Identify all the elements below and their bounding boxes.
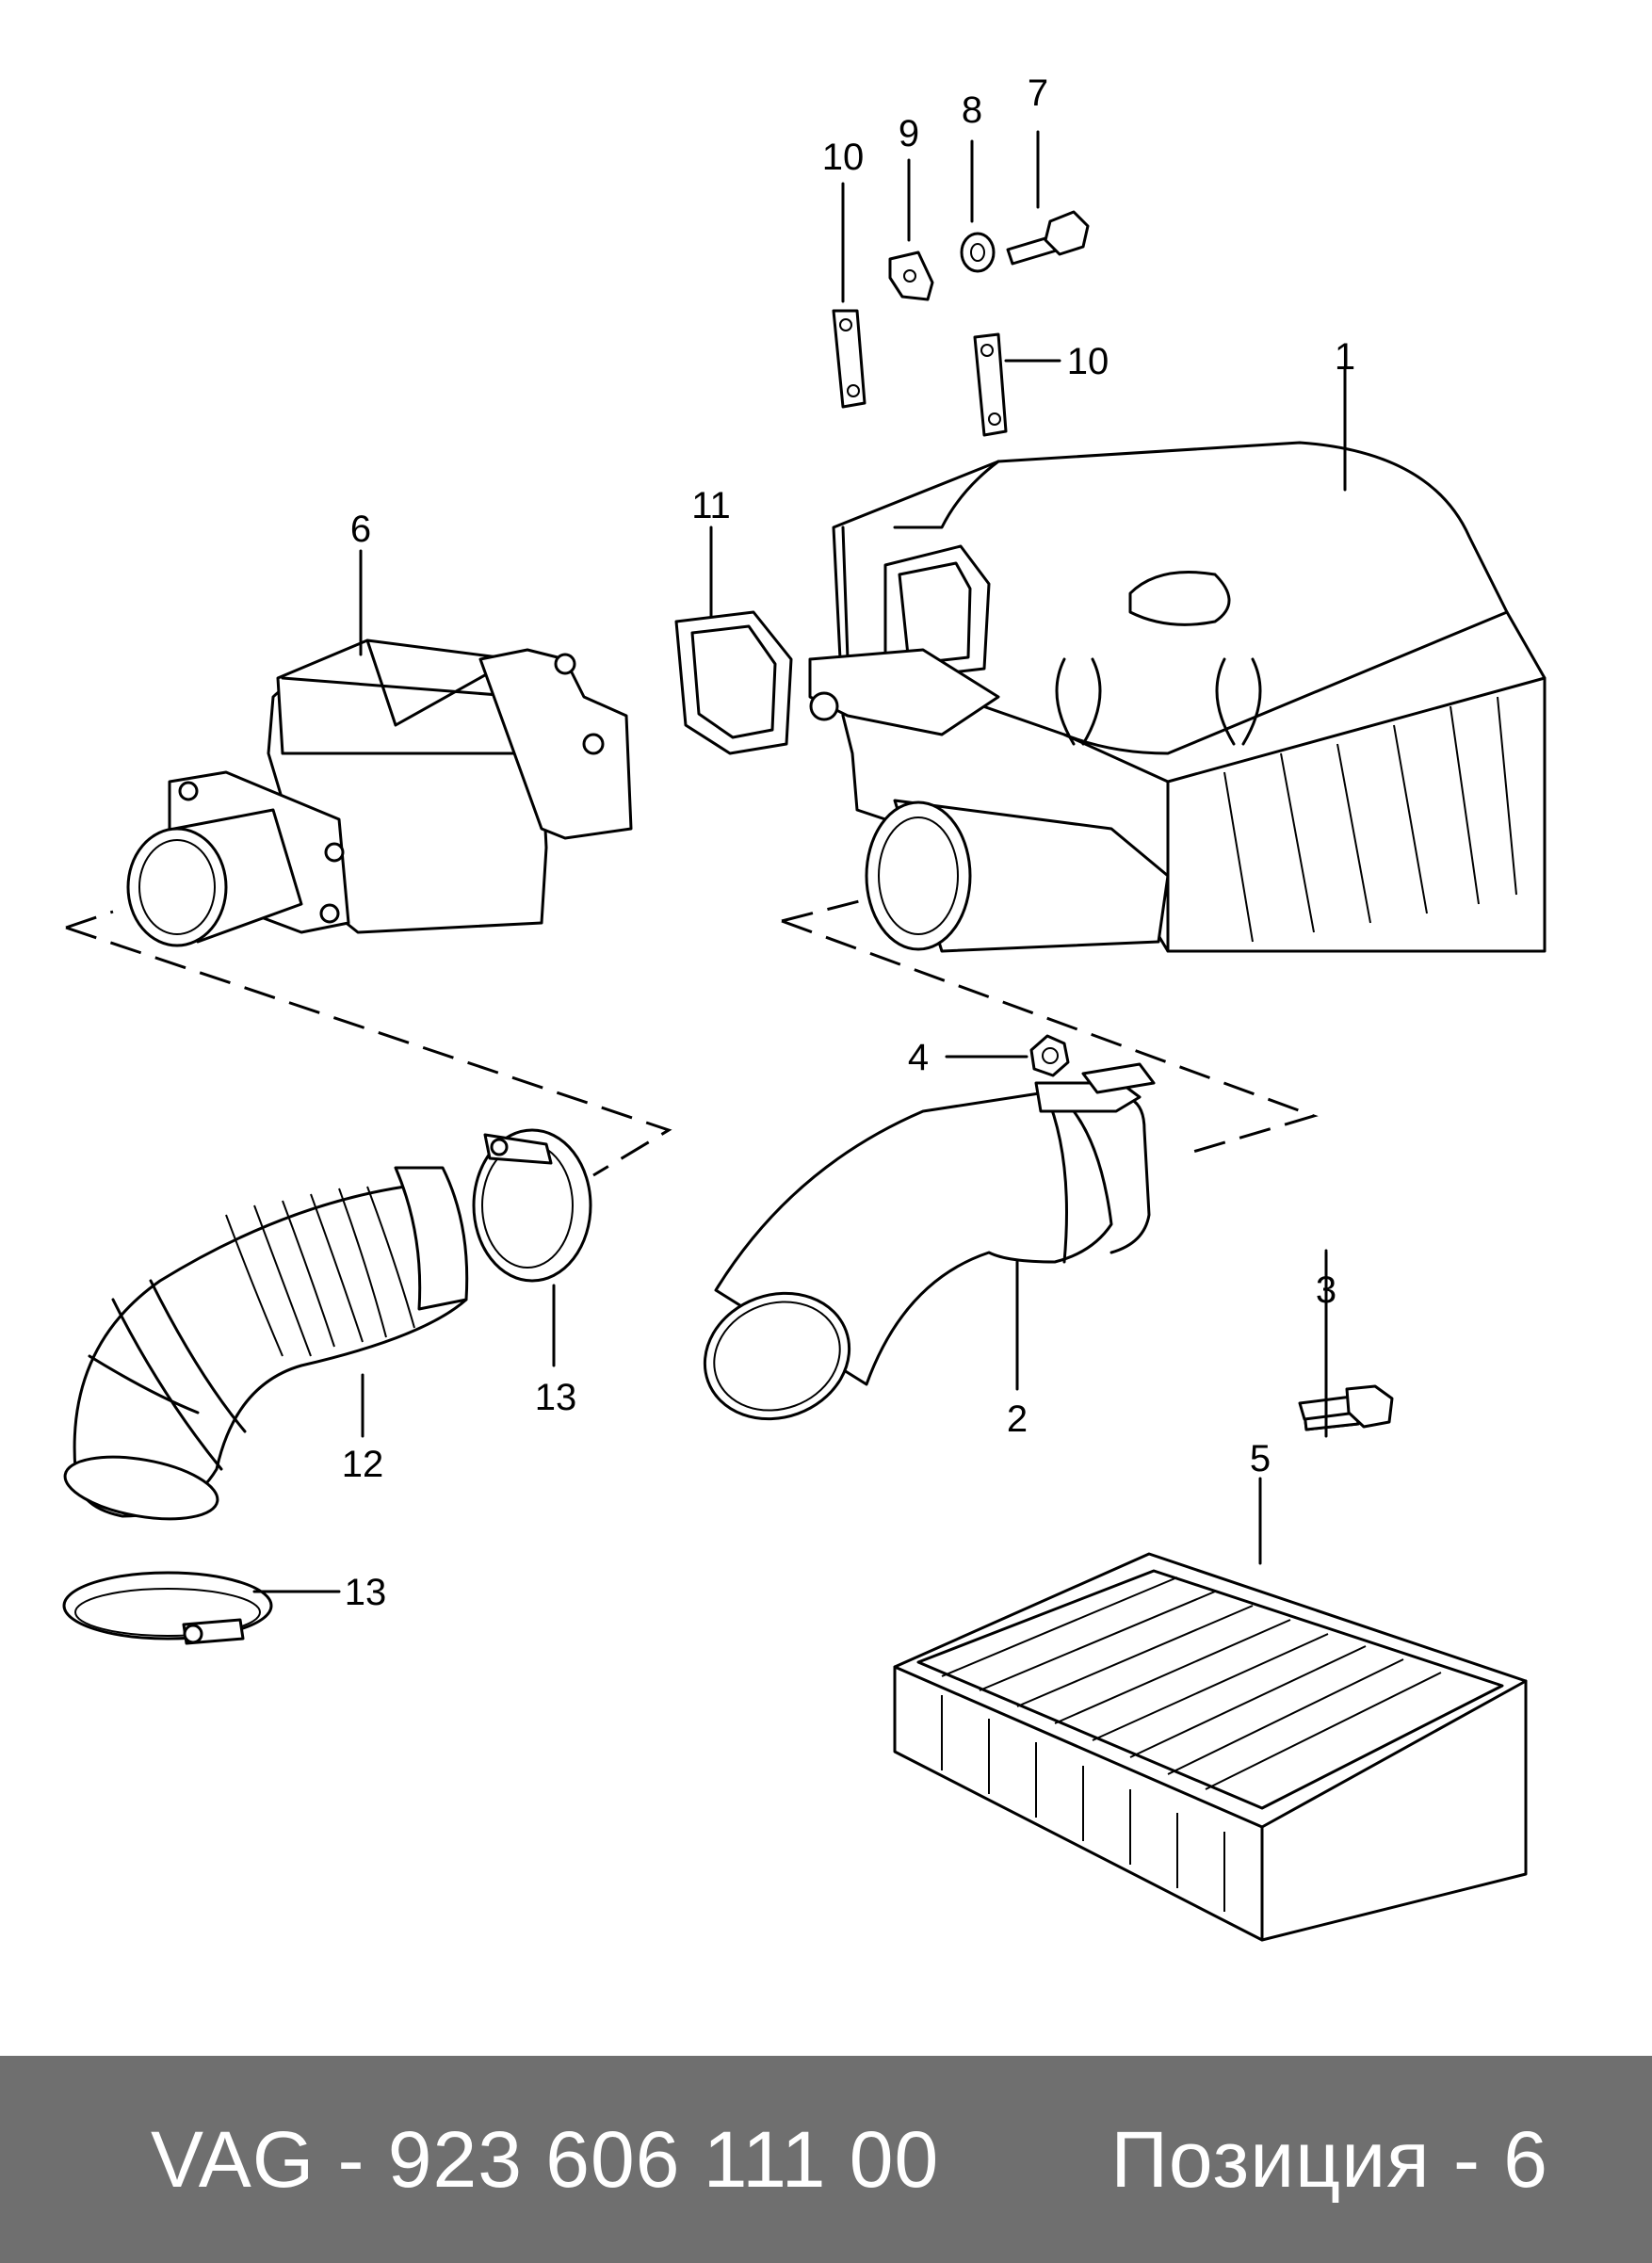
plate-9 [888, 251, 934, 301]
callout-13b: 13 [345, 1572, 387, 1613]
callout-8: 8 [962, 89, 982, 131]
bolt-7 [1006, 210, 1090, 266]
callout-13a: 13 [535, 1377, 577, 1418]
footer-bar: VAG - 923 606 111 00 Позиция - 6 [0, 2056, 1652, 2263]
strap-10a [832, 309, 866, 409]
assembly-line-left [65, 910, 672, 1177]
intake-pipe-2 [703, 1062, 1156, 1421]
callout-7: 7 [1028, 73, 1048, 114]
callout-6: 6 [350, 509, 371, 550]
callout-4: 4 [908, 1037, 929, 1078]
assembly-line-right [781, 897, 1319, 1156]
washer-8 [960, 232, 996, 273]
part-number: VAG - 923 606 111 00 [151, 2114, 940, 2204]
rubber-hose-12 [63, 1166, 469, 1521]
callout-5: 5 [1250, 1438, 1271, 1479]
callout-3: 3 [1316, 1269, 1336, 1311]
callout-12: 12 [342, 1444, 384, 1485]
air-mass-meter-6 [126, 638, 633, 947]
callout-10a: 10 [822, 137, 865, 178]
callout-1: 1 [1335, 336, 1355, 378]
callout-2: 2 [1007, 1398, 1028, 1440]
filter-element-5 [893, 1552, 1528, 1942]
hose-clamp-13a [472, 1128, 592, 1283]
strap-10b [973, 332, 1008, 437]
callout-11: 11 [691, 485, 731, 526]
air-filter-housing [808, 441, 1547, 953]
nut-4 [1029, 1034, 1070, 1077]
position-label: Позиция - 6 [1110, 2114, 1548, 2204]
bolt-3 [1298, 1384, 1394, 1431]
gasket-11 [674, 610, 793, 755]
hose-clamp-13b [62, 1571, 273, 1645]
parts-diagram: 1 7 8 9 10 10 11 [62, 73, 1547, 1942]
callout-9: 9 [899, 113, 919, 154]
callout-10b: 10 [1067, 341, 1109, 382]
